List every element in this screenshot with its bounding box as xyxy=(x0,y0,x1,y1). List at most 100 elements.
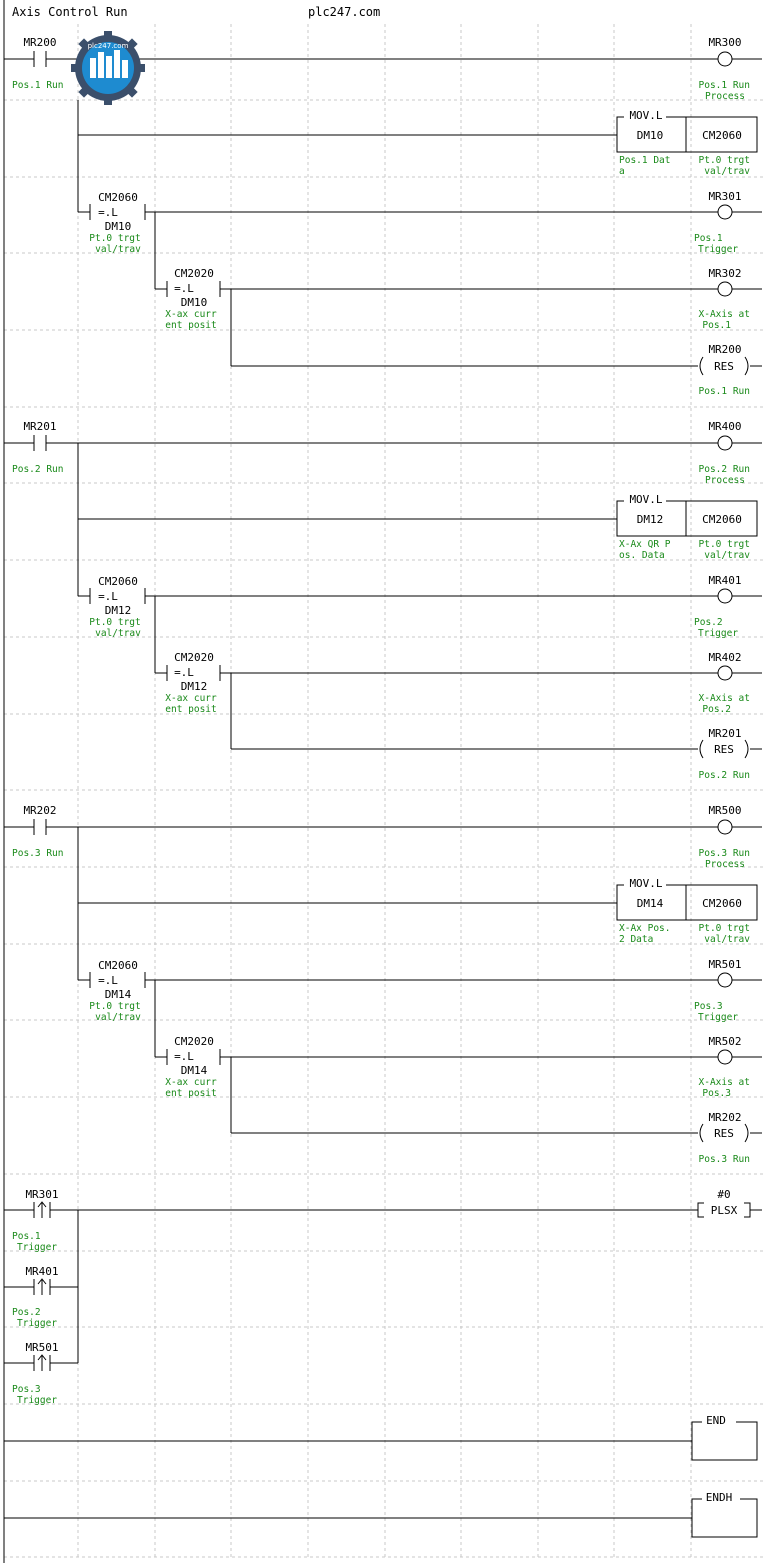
plsx-label: PLSX xyxy=(711,1204,738,1217)
compare-comment-line1: X-ax curr xyxy=(165,1077,217,1088)
mov-dst-comment-line2: val/trav xyxy=(704,550,750,561)
contact-no[interactable] xyxy=(33,819,47,835)
mov-instruction[interactable] xyxy=(616,494,758,537)
compare-dev1: CM2060 xyxy=(98,959,138,972)
compare-op: =.L xyxy=(98,590,118,603)
contact-device: MR202 xyxy=(23,804,56,817)
reset-coil[interactable] xyxy=(699,356,762,376)
mov-instruction[interactable] xyxy=(616,878,758,921)
logo-text: plc247.com xyxy=(88,42,129,50)
coil-comment-line1: Pos.3 Run xyxy=(699,848,750,859)
contact-comment: Pos.2 Run xyxy=(12,464,63,475)
at-coil-comment-line2: Pos.3 xyxy=(702,1088,731,1099)
endh-block[interactable] xyxy=(4,1492,758,1538)
coil[interactable] xyxy=(717,665,762,681)
contact-rising-edge[interactable] xyxy=(33,1201,51,1218)
compare-comment-line1: X-ax curr xyxy=(165,309,217,320)
end-block[interactable] xyxy=(4,1415,758,1461)
contact-comment-line2: Trigger xyxy=(17,1242,57,1253)
compare-comment-line1: X-ax curr xyxy=(165,693,217,704)
contact-comment: Pos.3 Run xyxy=(12,848,63,859)
contact-comment-line1: Pos.2 xyxy=(12,1307,41,1318)
contact-rising-edge[interactable] xyxy=(33,1278,51,1295)
compare-op: =.L xyxy=(174,666,194,679)
compare-comment-line1: Pt.0 trgt xyxy=(89,1001,140,1012)
mov-src-comment-line2: 2 Data xyxy=(619,934,653,945)
contact-device: MR301 xyxy=(25,1188,58,1201)
coil-device: MR400 xyxy=(708,420,741,433)
compare-dev2: DM10 xyxy=(105,220,132,233)
reset-coil[interactable] xyxy=(699,1123,762,1143)
contact-no[interactable] xyxy=(33,51,47,67)
mov-src-comment-line2: os. Data xyxy=(619,550,665,561)
compare-dev1: CM2060 xyxy=(98,191,138,204)
trigger-coil-comment-line1: Pos.1 xyxy=(694,233,723,244)
compare-comment-line1: Pt.0 trgt xyxy=(89,233,140,244)
mov-dst: CM2060 xyxy=(702,129,742,142)
coil-comment-line1: Pos.1 Run xyxy=(699,80,750,91)
mov-instruction[interactable] xyxy=(616,110,758,153)
plsx-param: #0 xyxy=(717,1188,730,1201)
contact-device: MR401 xyxy=(25,1265,58,1278)
mov-instr-label: MOV.L xyxy=(629,877,662,890)
at-coil-comment-line2: Pos.2 xyxy=(702,704,731,715)
contact-device: MR201 xyxy=(23,420,56,433)
compare-dev2: DM12 xyxy=(105,604,132,617)
compare-comment-line2: val/trav xyxy=(95,1012,141,1023)
reset-device: MR201 xyxy=(708,727,741,740)
contact-device: MR501 xyxy=(25,1341,58,1354)
end-label: END xyxy=(706,1414,726,1427)
trigger-coil-comment-line2: Trigger xyxy=(698,1012,738,1023)
at-coil-comment-line1: X-Axis at xyxy=(699,309,750,320)
reset-label: RES xyxy=(714,1127,734,1140)
mov-src: DM14 xyxy=(637,897,664,910)
coil-device: MR500 xyxy=(708,804,741,817)
mov-src-comment-line1: X-Ax QR P xyxy=(619,539,671,550)
trigger-coil-comment-line1: Pos.2 xyxy=(694,617,723,628)
compare-op: =.L xyxy=(174,282,194,295)
mov-src: DM10 xyxy=(637,129,664,142)
coil[interactable] xyxy=(717,819,762,835)
coil[interactable] xyxy=(717,204,762,220)
compare-comment-line2: val/trav xyxy=(95,628,141,639)
reset-coil[interactable] xyxy=(699,739,762,759)
rung-pos1[interactable]: MR200 Pos.1 Run plc247.com xyxy=(4,31,762,397)
at-coil-comment-line1: X-Axis at xyxy=(699,693,750,704)
at-coil-device: MR402 xyxy=(708,651,741,664)
coil-device: MR300 xyxy=(708,36,741,49)
compare-dev2: DM14 xyxy=(181,1064,208,1077)
trigger-coil-comment-line2: Trigger xyxy=(698,628,738,639)
compare-dev2: DM10 xyxy=(181,296,208,309)
rung-pulse[interactable]: MR301 Pos.1 Trigger MR401 Pos.2 Trigger … xyxy=(4,1188,762,1406)
plc247-logo: plc247.com xyxy=(71,31,145,105)
coil[interactable] xyxy=(717,281,762,297)
coil[interactable] xyxy=(717,435,762,451)
contact-device: MR200 xyxy=(23,36,56,49)
coil-comment-line2: Process xyxy=(705,859,745,870)
compare-comment-line2: ent posit xyxy=(165,704,216,715)
contact-comment-line2: Trigger xyxy=(17,1318,57,1329)
at-coil-comment-line1: X-Axis at xyxy=(699,1077,750,1088)
mov-dst-comment-line2: val/trav xyxy=(704,934,750,945)
reset-device: MR202 xyxy=(708,1111,741,1124)
compare-op: =.L xyxy=(98,974,118,987)
coil[interactable] xyxy=(717,1049,762,1065)
mov-dst-comment-line1: Pt.0 trgt xyxy=(699,155,750,166)
at-coil-comment-line2: Pos.1 xyxy=(702,320,731,331)
trigger-coil-device: MR301 xyxy=(708,190,741,203)
plsx-instruction[interactable] xyxy=(697,1202,762,1218)
rung-pos3[interactable]: MR202 Pos.3 Run MR500 Pos.3 Run Process … xyxy=(4,804,762,1165)
rung-pos2[interactable]: MR201 Pos.2 Run MR400 Pos.2 Run Process … xyxy=(4,420,762,781)
contact-rising-edge[interactable] xyxy=(33,1354,51,1371)
mov-dst: CM2060 xyxy=(702,513,742,526)
contact-no[interactable] xyxy=(33,435,47,451)
site-label: plc247.com xyxy=(308,5,380,19)
reset-comment: Pos.1 Run xyxy=(699,386,750,397)
coil[interactable] xyxy=(717,51,762,67)
contact-comment-line1: Pos.3 xyxy=(12,1384,41,1395)
coil[interactable] xyxy=(717,972,762,988)
coil[interactable] xyxy=(717,588,762,604)
coil-comment-line1: Pos.2 Run xyxy=(699,464,750,475)
mov-dst-comment-line1: Pt.0 trgt xyxy=(699,539,750,550)
